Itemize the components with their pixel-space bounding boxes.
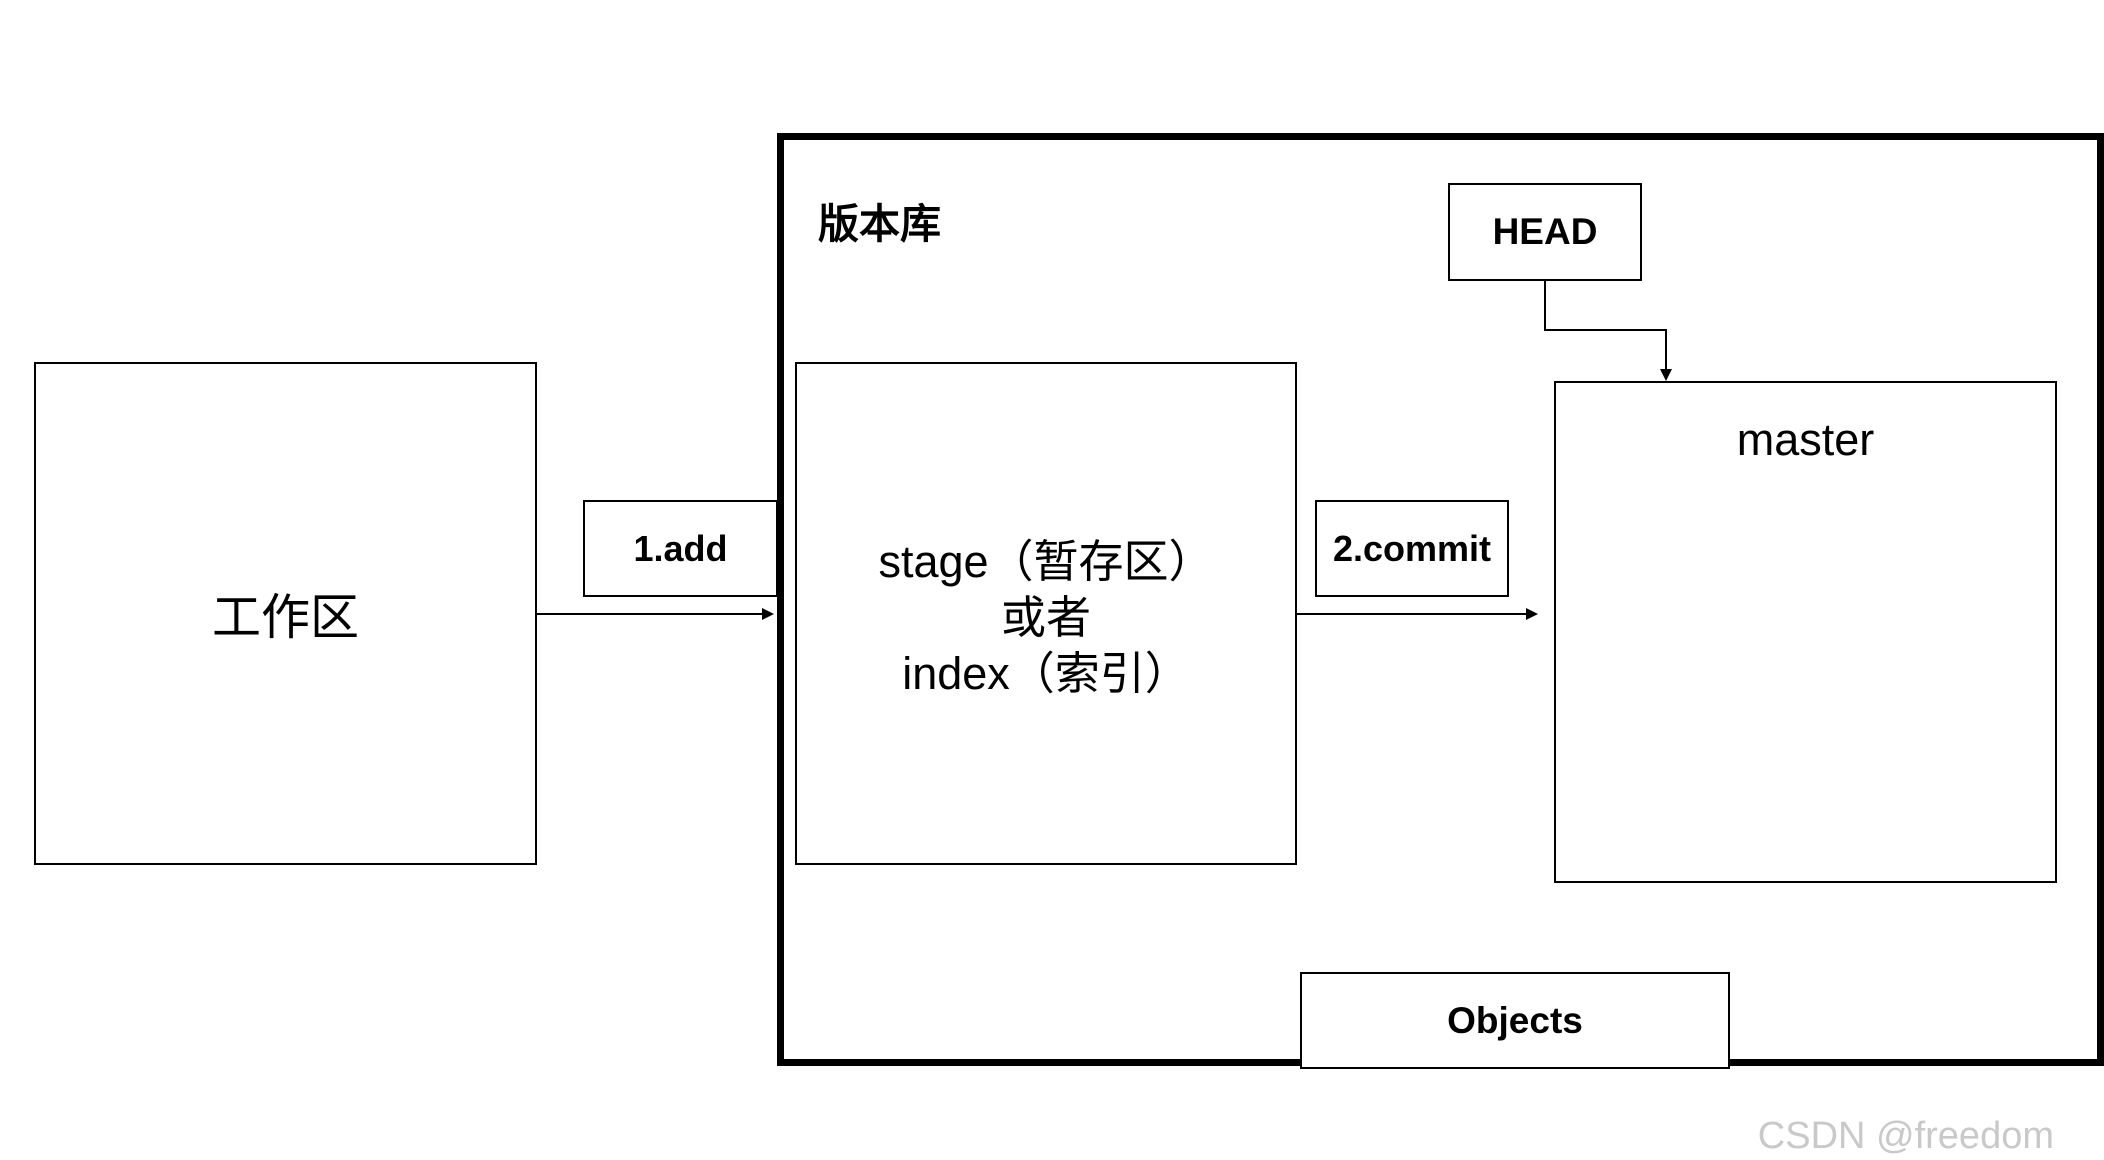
stage-label-line1: stage（暂存区） [878,536,1214,587]
head-label: HEAD [1492,211,1598,252]
add-arrowhead [762,608,774,620]
master-label: master [1736,414,1875,465]
watermark-text: CSDN @freedom [1757,1115,2054,1157]
commit-edge-label: 2.commit [1332,527,1492,569]
add-edge-label-box: 1.add [583,500,778,597]
stage-label-line3: index（索引） [902,648,1190,699]
stage-label-line2: 或者 [1000,592,1091,643]
head-node: HEAD [1448,183,1642,281]
objects-label: Objects [1447,999,1583,1041]
workspace-label: 工作区 [211,591,359,645]
stage-node: stage（暂存区） 或者 index（索引） [795,362,1297,865]
commit-edge-label-box: 2.commit [1315,500,1509,597]
master-node: master [1554,381,2057,883]
repository-label: 版本库 [818,201,941,247]
add-edge-label: 1.add [633,527,728,569]
objects-node: Objects [1300,972,1730,1069]
workspace-node: 工作区 [34,362,537,865]
